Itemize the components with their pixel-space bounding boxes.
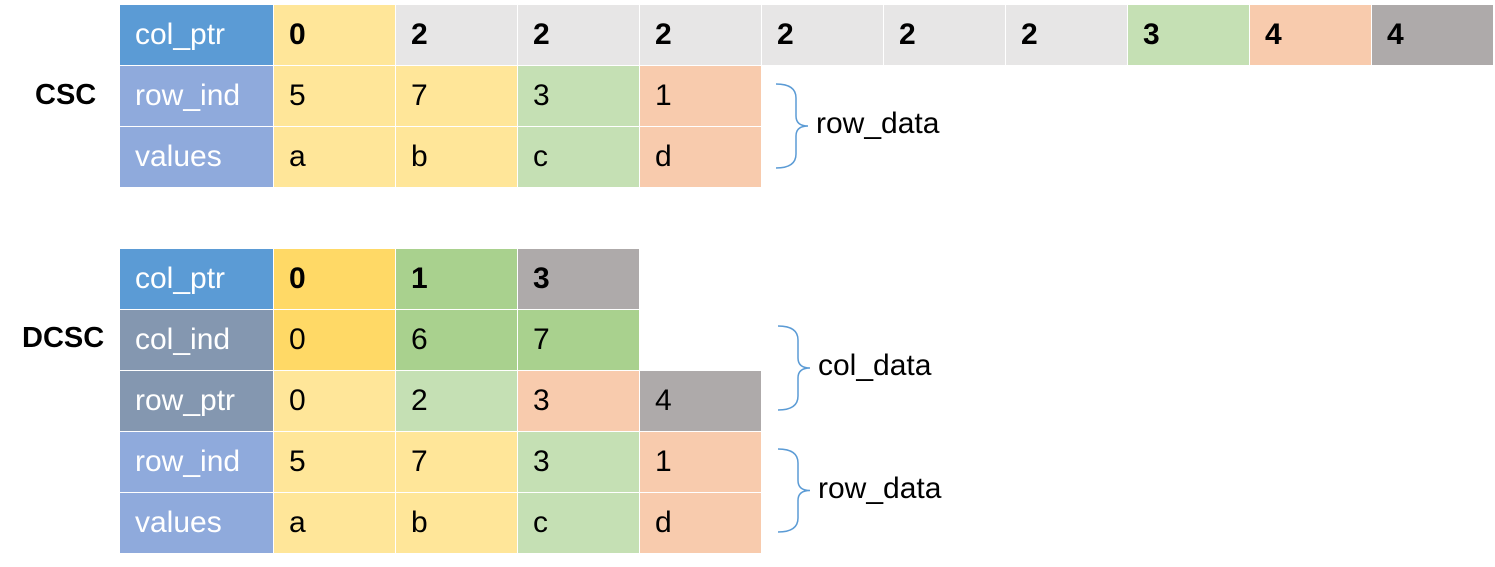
dcsc-row-ptr-cell: 0 <box>274 371 395 431</box>
csc-row-ind-cell: 1 <box>640 66 761 126</box>
dcsc-row-ind-cell: 1 <box>640 432 761 492</box>
dcsc-col-ind-cell: 7 <box>518 310 639 370</box>
csc-values-cell: c <box>518 127 639 187</box>
csc-col-ptr-cell: 4 <box>1372 5 1493 65</box>
csc-col-ptr-cell: 2 <box>762 5 883 65</box>
dcsc-values-cell: b <box>396 493 517 553</box>
dcsc-col-ptr-cell: 0 <box>274 249 395 309</box>
dcsc-row-ind-cell: 7 <box>396 432 517 492</box>
dcsc-values-cell: a <box>274 493 395 553</box>
csc-header-row-ind: row_ind <box>120 66 273 126</box>
dcsc-values-cell: c <box>518 493 639 553</box>
csc-label: CSC <box>35 79 97 111</box>
dcsc-row-ptr-cell: 4 <box>640 371 761 431</box>
csc-row-data-label: row_data <box>816 107 940 140</box>
csc-row-ind-cell: 5 <box>274 66 395 126</box>
dcsc-row-ind-cell: 3 <box>518 432 639 492</box>
dcsc-header-values: values <box>120 493 273 553</box>
dcsc-row-data-label: row_data <box>818 471 942 505</box>
dcsc-col-ptr-cell: 3 <box>518 249 639 309</box>
dcsc-header-row-ptr: row_ptr <box>120 371 273 431</box>
csc-values-cell: a <box>274 127 395 187</box>
dcsc-row-ptr-cell: 2 <box>396 371 517 431</box>
csc-col-ptr-cell: 2 <box>396 5 517 65</box>
csc-col-ptr-cell: 2 <box>640 5 761 65</box>
csc-values-cell: b <box>396 127 517 187</box>
dcsc-label: DCSC <box>22 322 105 354</box>
csc-col-ptr-cell: 2 <box>518 5 639 65</box>
csc-values-cell: d <box>640 127 761 187</box>
csc-col-ptr-cell: 2 <box>1006 5 1127 65</box>
dcsc-row-ind-cell: 5 <box>274 432 395 492</box>
dcsc-values-cell: d <box>640 493 761 553</box>
dcsc-row-ptr-cell: 3 <box>518 371 639 431</box>
dcsc-row-data-brace <box>777 448 811 533</box>
dcsc-col-ptr-cell: 1 <box>396 249 517 309</box>
csc-col-ptr-cell: 0 <box>274 5 395 65</box>
dcsc-col-ind-cell: 6 <box>396 310 517 370</box>
csc-col-ptr-cell: 4 <box>1250 5 1371 65</box>
dcsc-header-row-ind: row_ind <box>120 432 273 492</box>
csc-col-ptr-cell: 3 <box>1128 5 1249 65</box>
csc-header-values: values <box>120 127 273 187</box>
dcsc-header-col-ptr: col_ptr <box>120 249 273 309</box>
dcsc-header-col-ind: col_ind <box>120 310 273 370</box>
csc-row-data-brace <box>775 83 809 169</box>
csc-col-ptr-cell: 2 <box>884 5 1005 65</box>
csc-row-ind-cell: 7 <box>396 66 517 126</box>
dcsc-col-data-brace <box>777 325 811 411</box>
csc-row-ind-cell: 3 <box>518 66 639 126</box>
csc-header-col-ptr: col_ptr <box>120 5 273 65</box>
dcsc-col-data-label: col_data <box>818 349 932 382</box>
dcsc-col-ind-cell: 0 <box>274 310 395 370</box>
